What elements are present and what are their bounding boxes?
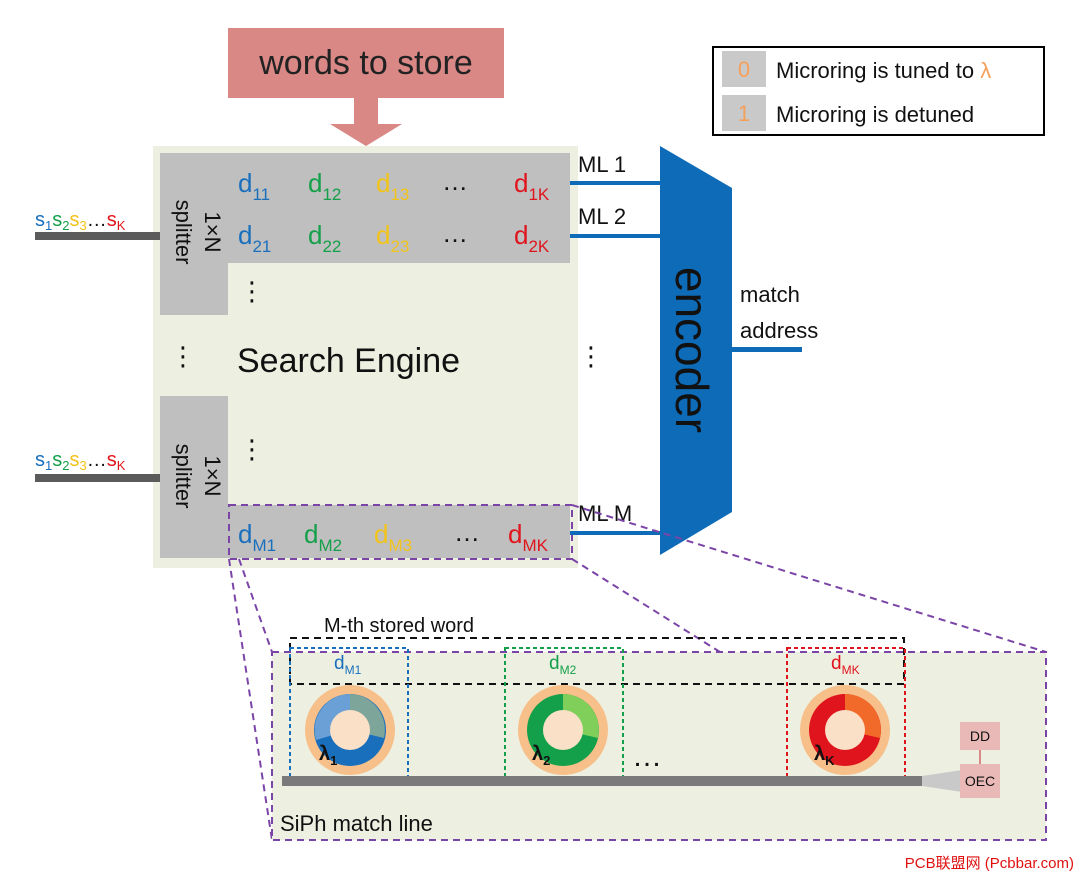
- microring-1: λ1: [305, 685, 395, 775]
- dd-label: DD: [970, 728, 990, 744]
- match-line-m: [570, 531, 662, 535]
- input-sequence-bottom: s1s2s3…sK: [35, 449, 126, 473]
- svg-text:dMK: dMK: [508, 519, 549, 555]
- svg-text:d22: d22: [308, 220, 341, 256]
- stored-word-label: M-th stored word: [324, 615, 474, 637]
- match-line-2: [570, 234, 662, 238]
- ml1-label: ML 1: [578, 152, 626, 177]
- output-label-2: address: [740, 318, 818, 343]
- splitter-top-label-2: splitter: [171, 200, 196, 265]
- svg-text:d1K: d1K: [514, 168, 550, 204]
- svg-text:d12: d12: [308, 168, 341, 204]
- siph-waveguide: [282, 776, 922, 786]
- bit-label-2: dM2: [549, 653, 577, 677]
- oec-box: [960, 764, 1000, 798]
- splitter-top-label-1: 1×N: [200, 212, 225, 253]
- svg-text:dM2: dM2: [304, 519, 342, 555]
- waveguide-taper: [922, 770, 962, 792]
- siph-match-line-label: SiPh match line: [280, 811, 433, 836]
- encoder-block: [660, 146, 732, 555]
- search-engine-title: Search Engine: [237, 342, 460, 380]
- row-bar-m: [228, 505, 570, 558]
- legend-code-0: 0: [738, 57, 750, 82]
- svg-text:…: …: [442, 166, 468, 196]
- svg-text:d2K: d2K: [514, 220, 550, 256]
- input-waveguide-bottom: [35, 474, 160, 482]
- ml2-label: ML 2: [578, 204, 626, 229]
- dd-box: [960, 722, 1000, 750]
- legend-code-1: 1: [738, 101, 750, 126]
- words-banner: [228, 28, 504, 98]
- input-sequence-top: s1s2s3…sK: [35, 209, 126, 233]
- splitter-bottom-label-2: splitter: [171, 444, 196, 509]
- row-bar-upper: [228, 153, 570, 263]
- legend: 0 1 Microring is tuned to λ Microring is…: [712, 46, 1045, 136]
- stored-word-row-m: dM1 dM2 dM3 … dMK: [238, 517, 549, 555]
- vdots-upper: ⋮: [239, 276, 265, 306]
- svg-text:d23: d23: [376, 220, 409, 256]
- svg-text:d11: d11: [238, 168, 270, 204]
- stored-word-row-1: d11 d12 d13 … d1K: [238, 166, 550, 204]
- microring-k: λK: [800, 685, 890, 775]
- vdots-right: ⋮: [578, 341, 604, 371]
- output-line: [732, 347, 802, 352]
- bit-label-k: dMK: [831, 653, 860, 677]
- svg-text:dM1: dM1: [238, 519, 276, 555]
- stored-word-row-2: d21 d22 d23 … d2K: [238, 218, 550, 256]
- store-arrow: [330, 98, 402, 146]
- legend-detuned-text: Microring is detuned: [776, 102, 974, 127]
- microring-dots: …: [632, 740, 662, 773]
- svg-text:…: …: [454, 517, 480, 547]
- output-label-1: match: [740, 282, 800, 307]
- encoder-label: encoder: [666, 267, 718, 433]
- microring-2: λ2: [518, 685, 608, 775]
- svg-text:d21: d21: [238, 220, 271, 256]
- svg-text:λ1: λ1: [319, 743, 337, 768]
- svg-text:λK: λK: [814, 743, 835, 768]
- oec-label: OEC: [965, 773, 995, 789]
- svg-text:dM3: dM3: [374, 519, 412, 555]
- splitter-bottom-block: [160, 396, 228, 558]
- words-banner-label: words to store: [258, 44, 473, 82]
- bit-label-1: dM1: [334, 653, 362, 677]
- vdots-lower: ⋮: [239, 434, 265, 464]
- watermark: PCB联盟网 (Pcbbar.com): [905, 855, 1074, 872]
- row-m-highlight: [228, 504, 573, 560]
- vdots-left: ⋮: [170, 341, 196, 371]
- mlm-label: ML M: [578, 501, 632, 526]
- splitter-top-block: [160, 153, 228, 315]
- legend-tuned-text: Microring is tuned to λ: [776, 58, 991, 83]
- input-waveguide-top: [35, 232, 160, 240]
- match-line-1: [570, 181, 662, 185]
- svg-text:λ2: λ2: [532, 743, 550, 768]
- zoom-connectors: [228, 504, 1047, 841]
- splitter-bottom-label-1: 1×N: [200, 456, 225, 497]
- svg-text:d13: d13: [376, 168, 409, 204]
- svg-text:…: …: [442, 218, 468, 248]
